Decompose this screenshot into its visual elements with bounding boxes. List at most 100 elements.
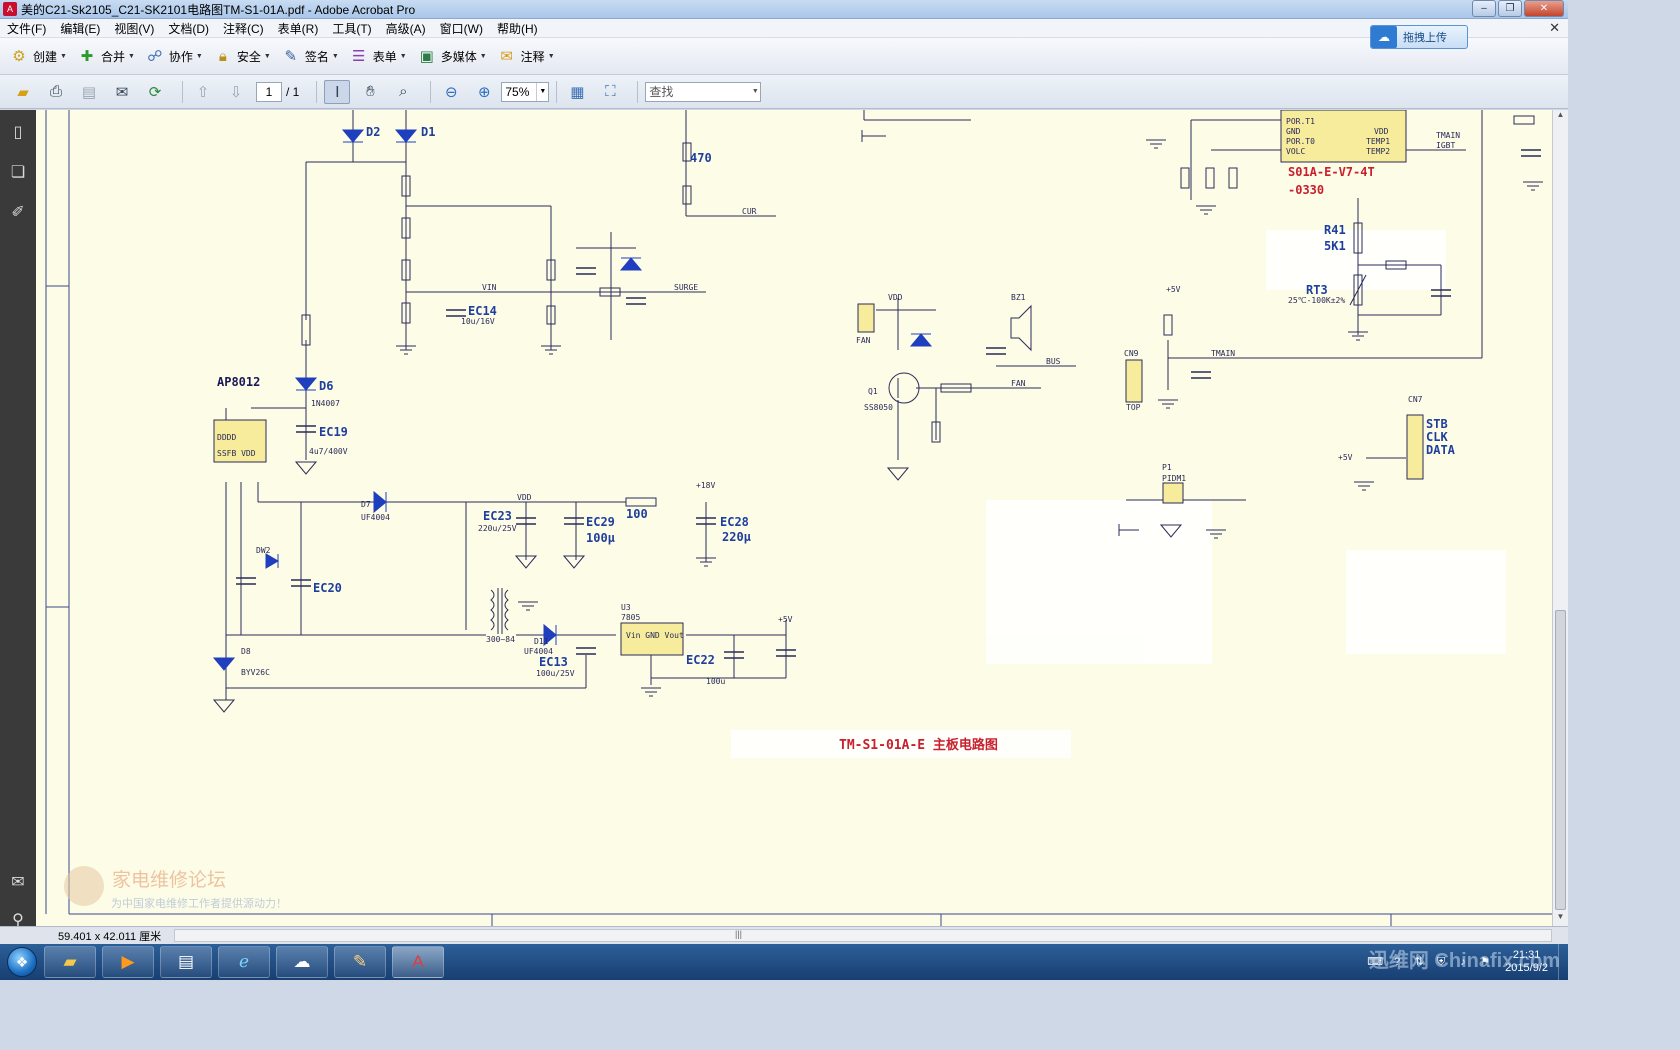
security-icon[interactable]: ⛨ (1437, 956, 1446, 968)
menu-document[interactable]: 文档(D) (168, 21, 209, 36)
scrolling-mode-icon[interactable]: ▦ (570, 83, 585, 101)
combine-button[interactable]: ✚ 合并▼ (76, 45, 135, 67)
ec19-label: EC19 (319, 425, 348, 439)
flag-icon[interactable]: ⚑ (1480, 956, 1491, 968)
close-button[interactable]: ✕ (1524, 0, 1564, 17)
scroll-down-icon[interactable]: ▼ (1556, 912, 1565, 921)
ie-taskbar-button[interactable]: ℯ (218, 946, 270, 978)
ec23-value: 220u/25V (478, 524, 517, 533)
menu-view[interactable]: 视图(V) (114, 21, 155, 36)
previous-page-icon[interactable]: ⇧ (196, 83, 210, 101)
share-icon[interactable]: ⟳ (148, 83, 162, 101)
r41-value: 5K1 (1324, 239, 1346, 253)
vertical-scrollbar[interactable]: ▲ ▼ (1552, 110, 1568, 926)
menu-bar: 文件(F) 编辑(E) 视图(V) 文档(D) 注释(C) 表单(R) 工具(T… (0, 19, 1568, 38)
create-button[interactable]: ⚙ 创建▼ (8, 45, 67, 67)
taskmanager-taskbar-button[interactable]: ▤ (160, 946, 212, 978)
ec29-value: 100μ (586, 531, 615, 545)
media-player-icon: ▶ (121, 952, 135, 971)
ec22-label: EC22 (686, 653, 715, 667)
d6-value: 1N4007 (311, 399, 340, 408)
r30-value: 100 (626, 507, 648, 521)
cloud-taskbar-button[interactable]: ☁ (276, 946, 328, 978)
scroll-grip-icon[interactable]: ||| (735, 929, 743, 939)
page-number-input[interactable]: 1 (256, 81, 282, 102)
open-folder-icon[interactable]: ▰ (17, 83, 29, 101)
fit-page-icon[interactable]: ⛶ (605, 83, 616, 100)
next-page-icon[interactable]: ⇩ (229, 83, 243, 101)
clock[interactable]: 21:31 2015/9/2 (1505, 949, 1548, 975)
comment-button[interactable]: ✉ 注释▼ (496, 45, 554, 67)
p1-label: P1 (1162, 463, 1172, 472)
chevron-down-icon: ▼ (479, 52, 487, 60)
collaborate-button[interactable]: ☍ 协作▼ (144, 45, 203, 67)
menu-help[interactable]: 帮助(H) (497, 21, 538, 36)
zoom-tool-icon[interactable]: ⌕ (399, 83, 408, 100)
separator (316, 80, 318, 103)
hand-tool-icon[interactable]: ✋︎ (366, 83, 375, 100)
cur-net-label: CUR (742, 207, 757, 216)
menu-forms[interactable]: 表单(R) (277, 21, 319, 36)
tmain-net-label: TMAIN (1211, 349, 1235, 358)
vdd-net2-label: VDD (517, 493, 532, 502)
explorer-taskbar-button[interactable]: ▰ (44, 946, 96, 978)
paint-taskbar-button[interactable]: ✎ (334, 946, 386, 978)
keyboard-icon[interactable]: ⌨ (1367, 956, 1384, 968)
select-tool-icon[interactable]: Ⅰ (324, 79, 351, 104)
u3-label: U3 (621, 603, 631, 612)
menu-file[interactable]: 文件(F) (7, 21, 47, 36)
window-title: 美的C21-Sk2105_C21-SK2101电路图TM-S1-01A.pdf … (21, 2, 416, 17)
zoom-select[interactable]: 75%▼ (501, 81, 550, 102)
sign-button[interactable]: ✎ 签名▼ (280, 45, 339, 67)
multimedia-button[interactable]: ▣ 多媒体▼ (416, 45, 487, 67)
find-input[interactable]: 查找▼ (645, 81, 762, 102)
mcu-label: S01A-E-V7-4T (1288, 165, 1375, 179)
menu-comments[interactable]: 注释(C) (223, 21, 264, 36)
menu-window[interactable]: 窗口(W) (439, 21, 483, 36)
volume-icon[interactable]: ♪ (1460, 956, 1466, 968)
media-player-taskbar-button[interactable]: ▶ (102, 946, 154, 978)
document-view[interactable]: Vin GND Vout DDDD SSFB VDD POR.T1 GND PO… (36, 110, 1552, 926)
scroll-up-icon[interactable]: ▲ (1556, 110, 1565, 119)
r2-value: 470 (690, 151, 712, 165)
attachments-icon[interactable]: ⚲ (12, 912, 24, 929)
window-controls: ‒ ❐ ✕ (1472, 0, 1564, 17)
pages-icon[interactable]: ▯ (13, 124, 23, 141)
scrollbar-thumb[interactable] (1555, 610, 1566, 910)
menu-advanced[interactable]: 高级(A) (385, 21, 426, 36)
tmain-net2-label: TMAIN (1436, 131, 1460, 140)
ic-label: AP8012 (217, 375, 260, 389)
multimedia-label: 多媒体 (440, 49, 477, 64)
ec14-label: EC14 (468, 304, 497, 318)
show-desktop-button[interactable] (1558, 944, 1568, 980)
email-icon[interactable]: ✉ (115, 83, 129, 101)
menu-tools[interactable]: 工具(T) (332, 21, 372, 36)
ec29-label: EC29 (586, 515, 615, 529)
print-icon[interactable]: ⎙ (49, 83, 62, 100)
help-icon[interactable]: ? (1394, 956, 1401, 968)
folder-icon: ▰ (63, 952, 77, 971)
signatures-icon[interactable]: ✐ (11, 204, 25, 221)
network-icon[interactable]: ⇅ (1414, 956, 1424, 968)
navigation-toolbar: ▰ ⎙ ▤ ✉ ⟳ ⇧ ⇩ 1 / 1 Ⅰ ✋︎ ⌕ ⊖ ⊕ 75%▼ ▦ ⛶ … (0, 75, 1568, 109)
comments-panel-icon[interactable]: ✉ (11, 874, 25, 891)
zoom-out-icon[interactable]: ⊖ (445, 83, 458, 101)
drag-upload-button[interactable]: ☁ 拖拽上传 (1370, 25, 1468, 49)
lock-icon: 🔒︎ (218, 47, 227, 65)
start-button[interactable]: ❖ (0, 944, 44, 980)
plus5v-label: +5V (778, 615, 793, 624)
r41-label: R41 (1324, 223, 1346, 237)
zoom-in-icon[interactable]: ⊕ (478, 83, 491, 101)
maximize-button[interactable]: ❐ (1498, 0, 1522, 17)
close-document-icon[interactable]: ✕ (1549, 20, 1560, 35)
minimize-button[interactable]: ‒ (1472, 0, 1496, 17)
acrobat-taskbar-button[interactable]: A (392, 946, 444, 978)
save-icon[interactable]: ▤ (81, 83, 97, 101)
forms-button[interactable]: ☰ 表单▼ (348, 45, 407, 67)
security-button[interactable]: 🔒︎ 安全▼ (212, 45, 271, 67)
chevron-down-icon: ▼ (751, 87, 759, 95)
horizontal-scrollbar[interactable]: ||| (174, 929, 1552, 942)
bookmarks-icon[interactable]: ❏ (10, 164, 26, 181)
ec23-label: EC23 (483, 509, 512, 523)
menu-edit[interactable]: 编辑(E) (60, 21, 101, 36)
